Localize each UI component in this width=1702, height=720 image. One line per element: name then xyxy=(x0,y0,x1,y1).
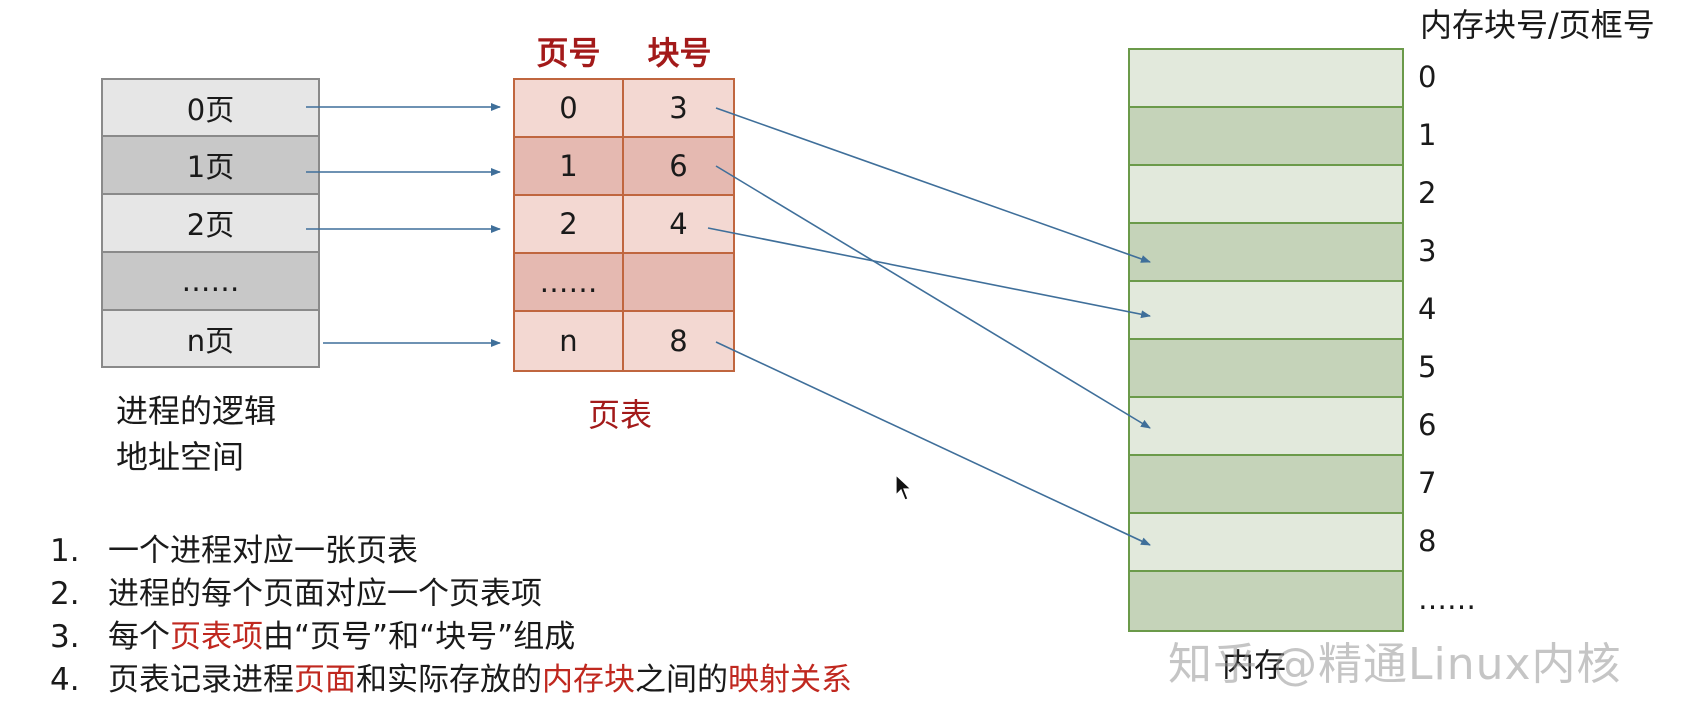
memory-block-number: 5 xyxy=(1418,350,1437,384)
note-number: 4. xyxy=(50,662,80,698)
block-cell xyxy=(624,254,733,310)
note-item: 3. 每个页表项由“页号”和“块号”组成 xyxy=(50,616,852,659)
page-table: 0 3 1 6 2 4 …… n 8 xyxy=(513,78,735,372)
page-cell: …… xyxy=(515,254,624,310)
page-cell: 0 xyxy=(515,80,624,136)
note-text: 和实际存放的 xyxy=(356,662,542,698)
memory-block-number: 7 xyxy=(1418,466,1437,500)
watermark: 知乎 @精通Linux内核 xyxy=(1168,639,1622,690)
logical-page-row: 0页 xyxy=(101,78,320,136)
memory-block-number: 0 xyxy=(1418,60,1437,94)
logical-address-space: 0页 1页 2页 …… n页 xyxy=(101,78,320,368)
note-item: 2. 进程的每个页面对应一个页表项 xyxy=(50,573,852,616)
arrow-block8-to-memory xyxy=(715,341,1151,546)
memory-block-number: 6 xyxy=(1418,408,1437,442)
memory-blocks xyxy=(1128,48,1404,632)
memory-block xyxy=(1130,340,1402,398)
memory-block-number: 8 xyxy=(1418,524,1437,558)
note-text: 进程的每个页面对应一个页表项 xyxy=(108,576,542,612)
arrow-block4-to-memory xyxy=(707,227,1151,319)
memory-block-number: 3 xyxy=(1418,234,1437,268)
logical-page-row: …… xyxy=(101,252,320,310)
page-cell: 1 xyxy=(515,138,624,194)
note-item: 4. 页表记录进程页面和实际存放的内存块之间的映射关系 xyxy=(50,659,852,702)
notes-list: 1. 一个进程对应一张页表 2. 进程的每个页面对应一个页表项 3. 每个页表项… xyxy=(50,530,852,702)
page-table-row: …… xyxy=(515,254,733,312)
memory-block xyxy=(1130,224,1402,282)
logical-space-caption: 进程的逻辑 地址空间 xyxy=(116,388,276,480)
note-highlight: 页表项 xyxy=(170,619,263,655)
block-cell: 4 xyxy=(669,207,688,241)
logical-page-row: 2页 xyxy=(101,194,320,252)
memory-block xyxy=(1130,572,1402,630)
block-cell: 3 xyxy=(669,91,688,125)
logical-caption-line1: 进程的逻辑 xyxy=(116,392,277,430)
note-number: 1. xyxy=(50,533,80,569)
note-item: 1. 一个进程对应一张页表 xyxy=(50,530,852,573)
page-table-row: 1 6 xyxy=(515,138,733,196)
page-table-caption: 页表 xyxy=(588,396,653,434)
memory-block-number: 4 xyxy=(1418,292,1437,326)
logical-caption-line2: 地址空间 xyxy=(116,438,245,476)
memory-block-number: 2 xyxy=(1418,176,1437,210)
note-highlight: 映射关系 xyxy=(728,662,852,698)
logical-page-row: 1页 xyxy=(101,136,320,194)
memory-block xyxy=(1130,514,1402,572)
page-table-row: 2 4 xyxy=(515,196,733,254)
note-highlight: 页面 xyxy=(294,662,356,698)
page-table-row: 0 3 xyxy=(515,80,733,138)
note-number: 2. xyxy=(50,576,80,612)
arrow-block3-to-memory xyxy=(715,107,1151,263)
block-cell: 6 xyxy=(669,149,688,183)
memory-block xyxy=(1130,108,1402,166)
memory-block xyxy=(1130,456,1402,514)
block-cell: 8 xyxy=(669,324,688,358)
memory-block xyxy=(1130,282,1402,340)
note-text: 之间的 xyxy=(635,662,728,698)
memory-caption: 内存 xyxy=(1222,646,1287,684)
note-highlight: 内存块 xyxy=(542,662,635,698)
memory-block-number: 1 xyxy=(1418,118,1437,152)
memory-block xyxy=(1130,166,1402,224)
memory-block-header: 内存块号/页框号 xyxy=(1420,6,1655,44)
arrow-block6-to-memory xyxy=(715,165,1151,429)
note-text: 页表记录进程 xyxy=(108,662,294,698)
block-number-header: 块号 xyxy=(647,34,712,72)
page-number-header: 页号 xyxy=(536,34,601,72)
logical-page-row: n页 xyxy=(101,310,320,368)
page-cell: n xyxy=(515,312,624,370)
page-cell: 2 xyxy=(515,196,624,252)
page-table-headers: 页号 块号 xyxy=(513,28,735,74)
note-text: 每个 xyxy=(108,619,170,655)
note-text: 由“页号”和“块号”组成 xyxy=(263,619,576,655)
memory-block xyxy=(1130,50,1402,108)
note-number: 3. xyxy=(50,619,80,655)
mouse-cursor-icon xyxy=(895,474,913,501)
page-table-row: n 8 xyxy=(515,312,733,370)
memory-block-number: …… xyxy=(1418,582,1476,616)
note-text: 一个进程对应一张页表 xyxy=(108,533,418,569)
memory-block xyxy=(1130,398,1402,456)
